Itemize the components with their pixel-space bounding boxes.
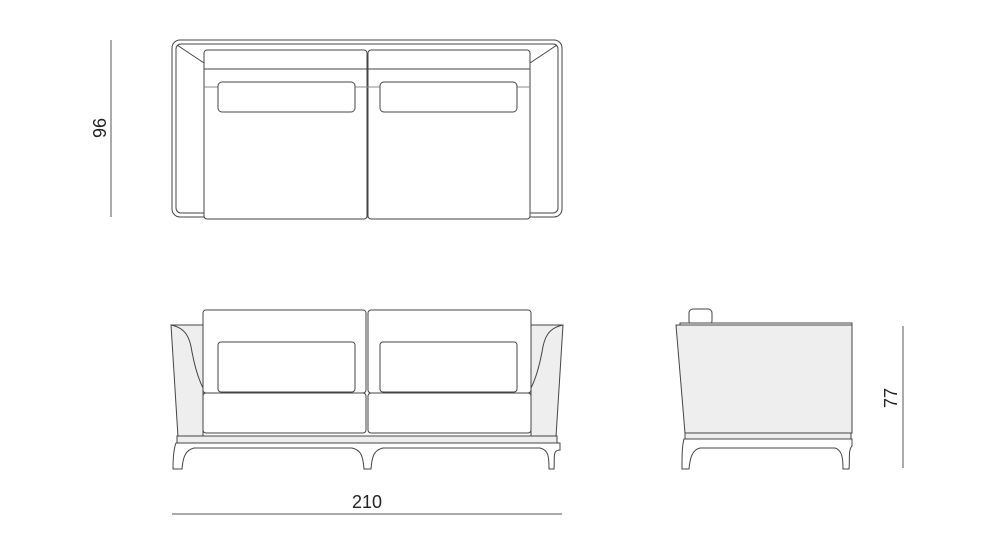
dimension-height: 77 (881, 326, 904, 468)
front-seat-left (202, 392, 367, 434)
side-base (684, 432, 852, 440)
height-label: 77 (881, 388, 901, 408)
side-body (675, 324, 853, 434)
front-seat-right (367, 392, 532, 434)
side-legs (681, 438, 853, 470)
top-view (171, 39, 563, 220)
front-pillow-right (379, 341, 518, 393)
top-seat-left (203, 49, 368, 220)
top-arm-line-right (529, 44, 558, 64)
dimension-depth: 96 (90, 40, 112, 217)
width-label: 210 (352, 492, 382, 512)
side-view (675, 308, 853, 470)
front-pillow-left (217, 341, 356, 393)
front-arm-curve-left (170, 324, 204, 389)
front-arm-right (530, 324, 564, 438)
top-seat-right (367, 49, 531, 220)
top-arm-line-left (176, 44, 205, 64)
front-arm-left (170, 324, 204, 438)
depth-label: 96 (90, 118, 110, 138)
top-pillow-right (379, 81, 518, 113)
dimension-width: 210 (172, 492, 562, 515)
top-pillow-left (217, 81, 356, 113)
front-legs (172, 442, 561, 470)
front-arm-curve-right (530, 324, 564, 389)
front-base (176, 435, 558, 444)
front-view (170, 309, 564, 470)
